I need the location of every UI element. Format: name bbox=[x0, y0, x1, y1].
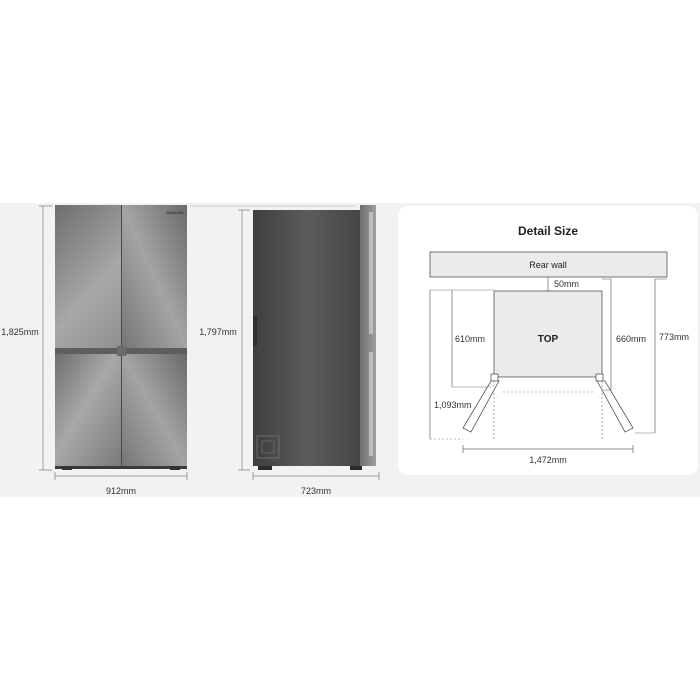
compressor-grille-inner bbox=[261, 440, 275, 454]
front-center-handle bbox=[117, 346, 126, 356]
door-open-depth-label: 1,093mm bbox=[434, 400, 472, 410]
top-label: TOP bbox=[538, 334, 559, 345]
detail-size-diagram: Detail Size Rear wall 50mm TOP 610mm 1,0… bbox=[429, 224, 689, 465]
side-upper-door bbox=[360, 205, 376, 346]
open-door-right bbox=[596, 380, 634, 433]
front-foot-right bbox=[170, 466, 180, 470]
side-cabinet bbox=[253, 210, 362, 466]
side-foot-front bbox=[350, 466, 362, 470]
hinge-left bbox=[490, 373, 499, 382]
front-view-fridge: 1,825mm SAMSUNG 912mm bbox=[1, 205, 188, 496]
side-lower-door bbox=[360, 345, 376, 466]
side-view-fridge: 1,797mm 723mm bbox=[190, 205, 380, 496]
rear-wall bbox=[429, 251, 668, 278]
side-upper-handle bbox=[369, 212, 373, 334]
front-width-label: 912mm bbox=[106, 486, 136, 496]
side-foot-rear bbox=[258, 466, 272, 470]
door-open-width-label: 1,472mm bbox=[529, 455, 567, 465]
brand-logo: SAMSUNG bbox=[166, 211, 184, 215]
depth-660-label: 660mm bbox=[616, 334, 646, 344]
gap-label: 50mm bbox=[554, 279, 579, 289]
side-lower-handle bbox=[369, 352, 373, 456]
side-depth-label: 723mm bbox=[301, 486, 331, 496]
rear-wall-label: Rear wall bbox=[529, 260, 567, 270]
front-top-right-door bbox=[122, 205, 187, 348]
side-height-label: 1,797mm bbox=[199, 327, 237, 337]
fridge-top-outline bbox=[493, 290, 603, 378]
detail-size-title: Detail Size bbox=[518, 224, 578, 238]
depth-773-label: 773mm bbox=[659, 332, 689, 342]
front-base bbox=[55, 466, 187, 469]
open-door-left bbox=[462, 380, 500, 433]
front-bottom-right-door bbox=[122, 354, 187, 466]
hinge-right bbox=[595, 373, 604, 382]
front-bottom-left-door bbox=[55, 354, 122, 466]
depth-610-label: 610mm bbox=[455, 334, 485, 344]
front-height-label: 1,825mm bbox=[1, 327, 39, 337]
front-foot-left bbox=[62, 466, 72, 470]
compressor-grille bbox=[256, 435, 280, 459]
side-vent-slot bbox=[253, 316, 257, 346]
